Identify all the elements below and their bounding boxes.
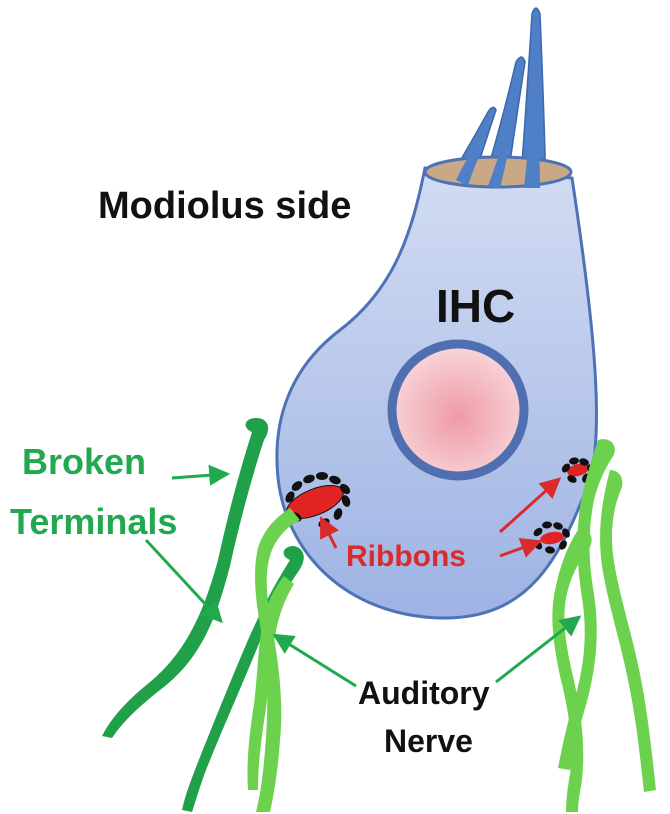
auditory-nerve-fibers — [247, 439, 656, 812]
stereocilia-bases — [456, 130, 540, 188]
ribbons-arrows — [320, 477, 562, 558]
broken-terminals-arrows — [144, 464, 231, 624]
auditory-nerve-label-line2: Nerve — [384, 723, 473, 759]
modiolus-side-label: Modiolus side — [98, 185, 351, 227]
nucleus — [387, 339, 529, 481]
broken-terminals-label-line1: Broken — [22, 441, 146, 482]
auditory-nerve-label-line1: Auditory — [358, 675, 490, 711]
ihc-label: IHC — [436, 280, 515, 332]
ribbons-label: Ribbons — [346, 540, 466, 573]
auditory-nerve-arrows — [272, 615, 582, 688]
ribbon-synapse-right-lower — [533, 521, 570, 554]
broken-terminals-label-line2: Terminals — [10, 501, 177, 542]
